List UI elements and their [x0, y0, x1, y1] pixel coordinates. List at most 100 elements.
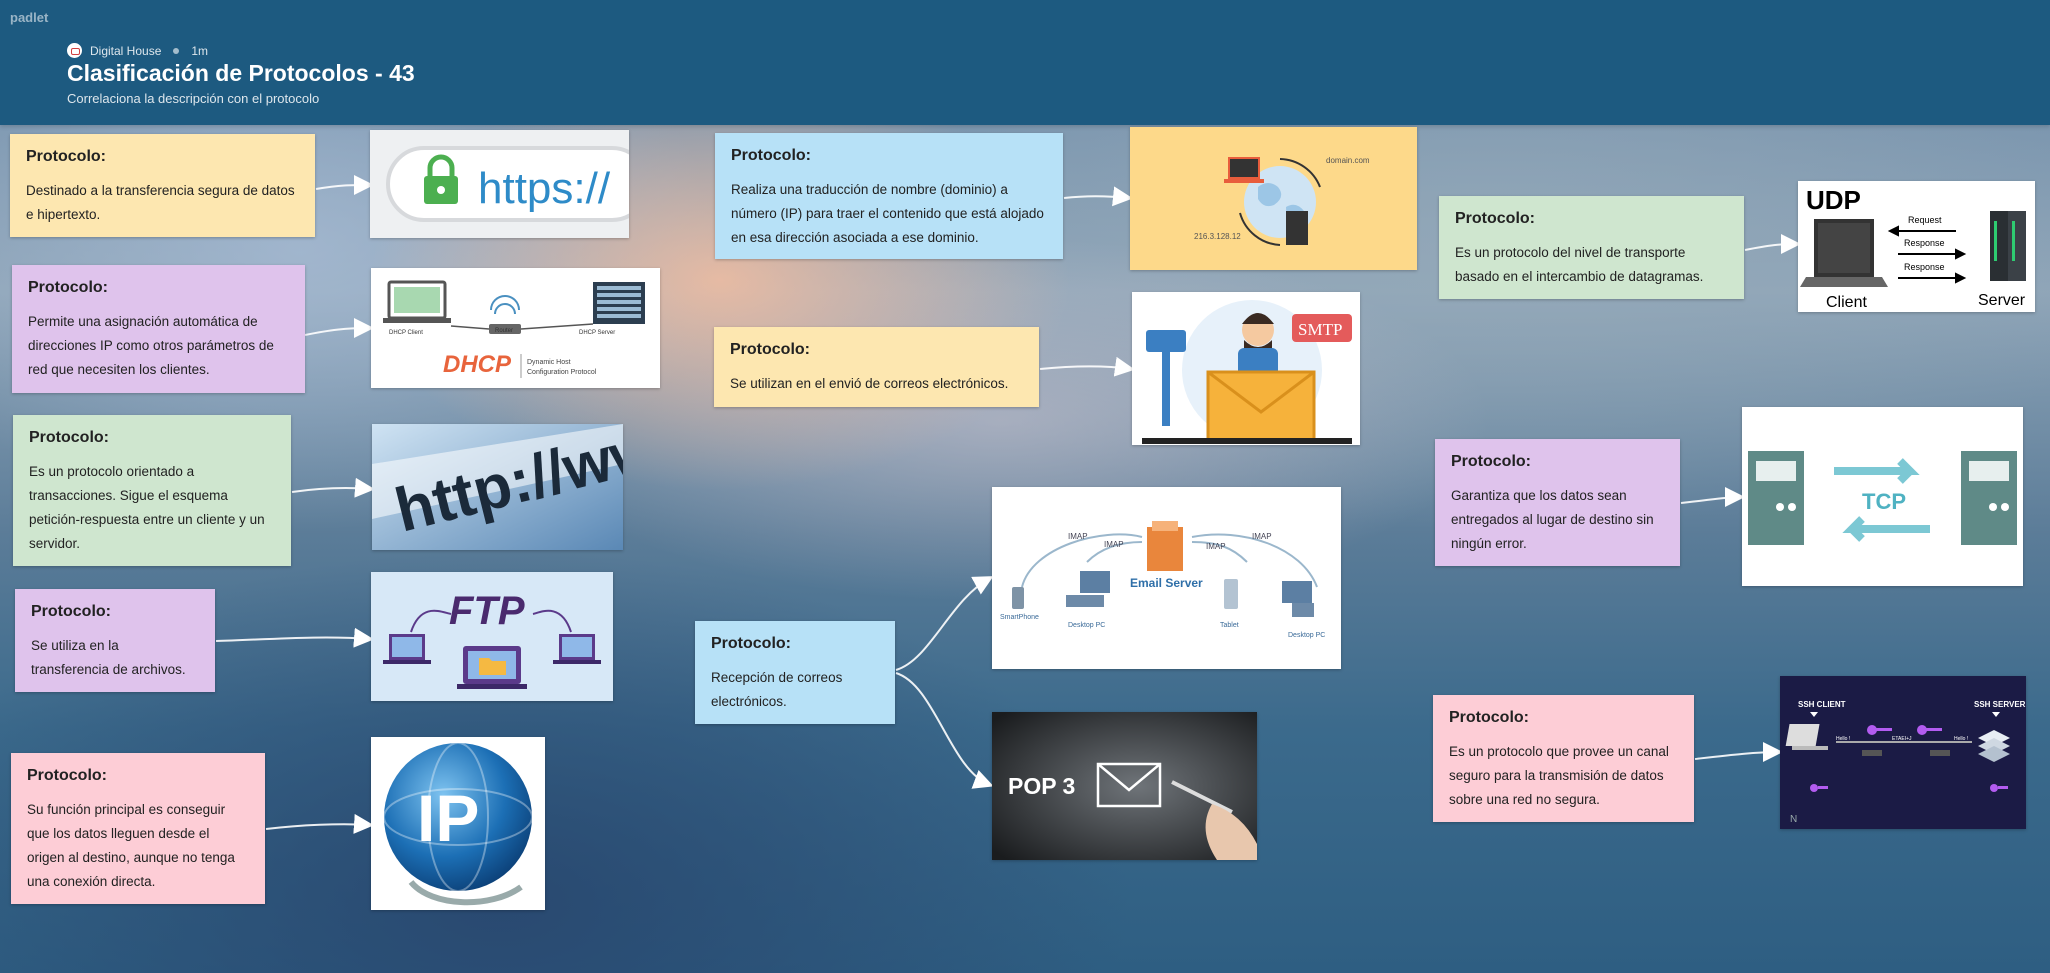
- svg-text:DHCP: DHCP: [443, 351, 512, 378]
- tcp-image[interactable]: TCP: [1742, 407, 2023, 586]
- svg-text:SMTP: SMTP: [1298, 320, 1342, 339]
- protocol-card-dhcp[interactable]: Protocolo: Permite una asignación automá…: [12, 265, 305, 393]
- svg-text:N: N: [1790, 814, 1797, 825]
- card-body: Se utilizan en el envió de correos elect…: [730, 376, 1009, 391]
- svg-text:IMAP: IMAP: [1206, 542, 1226, 551]
- card-title: Protocolo:: [28, 279, 108, 296]
- svg-text:POP 3: POP 3: [1008, 773, 1075, 799]
- card-body: Garantiza que los datos sean entregados …: [1451, 488, 1654, 551]
- svg-text:IP: IP: [417, 781, 479, 855]
- svg-text:Client: Client: [1826, 294, 1867, 311]
- https-image[interactable]: https://: [370, 130, 629, 238]
- org-name[interactable]: Digital House: [90, 43, 162, 58]
- connector-arrow: [895, 672, 994, 789]
- card-body: Su función principal es conseguir que lo…: [27, 802, 235, 889]
- smtp-image[interactable]: SMTP: [1132, 292, 1360, 445]
- card-body: Es un protocolo que provee un canal segu…: [1449, 744, 1669, 807]
- https-text: https://: [478, 164, 611, 213]
- card-title: Protocolo:: [731, 147, 811, 164]
- card-title: Protocolo:: [730, 341, 810, 358]
- connector-arrow: [1063, 186, 1133, 207]
- card-body: Es un protocolo orientado a transaccione…: [29, 464, 265, 551]
- card-title: Protocolo:: [31, 603, 111, 620]
- board-meta: Digital House 1m: [67, 43, 208, 58]
- svg-text:DHCP Client: DHCP Client: [389, 330, 423, 336]
- svg-text:Hello !: Hello !: [1954, 736, 1968, 742]
- connector-arrow: [291, 477, 375, 498]
- org-avatar-icon[interactable]: [67, 43, 82, 58]
- svg-text:ETAEI+J: ETAEI+J: [1892, 736, 1912, 742]
- svg-text:Tablet: Tablet: [1220, 622, 1239, 629]
- connector-arrow: [1680, 487, 1745, 508]
- card-body: Destinado a la transferencia segura de d…: [26, 183, 295, 222]
- svg-text:IMAP: IMAP: [1068, 532, 1088, 541]
- svg-text:Desktop PC: Desktop PC: [1288, 632, 1325, 639]
- protocol-card-tcp[interactable]: Protocolo: Garantiza que los datos sean …: [1435, 439, 1680, 566]
- imap-image[interactable]: IMAP IMAP IMAP IMAP Email Server SmartPh…: [992, 487, 1341, 669]
- card-title: Protocolo:: [27, 767, 107, 784]
- svg-text:216.3.128.12: 216.3.128.12: [1194, 232, 1241, 241]
- svg-text:Request: Request: [1908, 215, 1942, 225]
- dhcp-image[interactable]: DHCP Client Router DHCP Server DHCP Dyna…: [371, 268, 660, 388]
- connector-arrow: [304, 318, 374, 339]
- protocol-card-http[interactable]: Protocolo: Es un protocolo orientado a t…: [13, 415, 291, 566]
- connector-arrow: [1694, 742, 1783, 763]
- protocol-card-mail-reception[interactable]: Protocolo: Recepción de correos electrón…: [695, 621, 895, 724]
- svg-text:DHCP Server: DHCP Server: [579, 330, 615, 336]
- svg-text:UDP: UDP: [1806, 185, 1861, 215]
- card-title: Protocolo:: [26, 148, 106, 165]
- protocol-card-smtp[interactable]: Protocolo: Se utilizan en el envió de co…: [714, 327, 1039, 407]
- svg-text:Server: Server: [1978, 292, 2026, 309]
- card-body: Permite una asignación automática de dir…: [28, 314, 274, 377]
- card-title: Protocolo:: [1455, 210, 1535, 227]
- svg-text:Email Server: Email Server: [1130, 576, 1203, 590]
- protocol-card-https[interactable]: Protocolo: Destinado a la transferencia …: [10, 134, 315, 237]
- protocol-card-dns[interactable]: Protocolo: Realiza una traducción de nom…: [715, 133, 1063, 259]
- dns-image[interactable]: domain.com 216.3.128.12: [1130, 127, 1417, 270]
- svg-text:Router: Router: [495, 328, 513, 334]
- board-header: padlet Digital House 1m Clasificación de…: [0, 0, 2050, 125]
- connector-arrow: [1039, 356, 1135, 377]
- svg-text:IMAP: IMAP: [1104, 540, 1124, 549]
- ftp-image[interactable]: FTP: [371, 572, 613, 701]
- svg-text:Response: Response: [1904, 262, 1945, 272]
- connector-arrow: [1744, 234, 1801, 255]
- svg-text:domain.com: domain.com: [1326, 156, 1370, 165]
- svg-text:IMAP: IMAP: [1252, 532, 1272, 541]
- connector-arrow: [215, 627, 374, 648]
- svg-text:SSH CLIENT: SSH CLIENT: [1798, 700, 1846, 709]
- svg-text:Dynamic Host: Dynamic Host: [527, 359, 571, 366]
- card-title: Protocolo:: [29, 429, 109, 446]
- connector-arrow: [315, 175, 374, 196]
- ssh-image[interactable]: SSH CLIENT SSH SERVER Hello ! ETAEI+J He…: [1780, 676, 2026, 829]
- svg-text:SmartPhone: SmartPhone: [1000, 614, 1039, 621]
- card-body: Se utiliza en la transferencia de archiv…: [31, 638, 186, 677]
- card-body: Recepción de correos electrónicos.: [711, 670, 843, 709]
- padlet-logo[interactable]: padlet: [10, 10, 49, 25]
- ip-image[interactable]: IP: [371, 737, 545, 910]
- card-body: Realiza una traducción de nombre (domini…: [731, 182, 1044, 245]
- udp-image[interactable]: UDP Client Server Request Response Respo…: [1798, 181, 2035, 312]
- pop3-image[interactable]: POP 3: [992, 712, 1257, 860]
- connector-arrow: [895, 576, 994, 671]
- svg-text:TCP: TCP: [1862, 489, 1906, 514]
- protocol-card-ftp[interactable]: Protocolo: Se utiliza en la transferenci…: [15, 589, 215, 692]
- protocol-card-ip[interactable]: Protocolo: Su función principal es conse…: [11, 753, 265, 904]
- card-title: Protocolo:: [1451, 453, 1531, 470]
- svg-text:Hello !: Hello !: [1836, 736, 1850, 742]
- last-updated: 1m: [191, 43, 209, 58]
- svg-text:Desktop PC: Desktop PC: [1068, 622, 1105, 629]
- protocol-card-ssh[interactable]: Protocolo: Es un protocolo que provee un…: [1433, 695, 1694, 822]
- svg-text:Configuration Protocol: Configuration Protocol: [527, 369, 597, 376]
- card-title: Protocolo:: [711, 635, 791, 652]
- svg-text:FTP: FTP: [449, 589, 525, 633]
- http-image[interactable]: http://www: [372, 424, 623, 550]
- svg-text:SSH SERVER: SSH SERVER: [1974, 700, 2026, 709]
- protocol-card-udp[interactable]: Protocolo: Es un protocolo del nivel de …: [1439, 196, 1744, 299]
- board-title: Clasificación de Protocolos - 43: [67, 60, 415, 86]
- separator-dot: [173, 47, 180, 54]
- card-title: Protocolo:: [1449, 709, 1529, 726]
- card-body: Es un protocolo del nivel de transporte …: [1455, 245, 1704, 284]
- svg-text:Response: Response: [1904, 238, 1945, 248]
- board-subtitle: Correlaciona la descripción con el proto…: [67, 91, 320, 106]
